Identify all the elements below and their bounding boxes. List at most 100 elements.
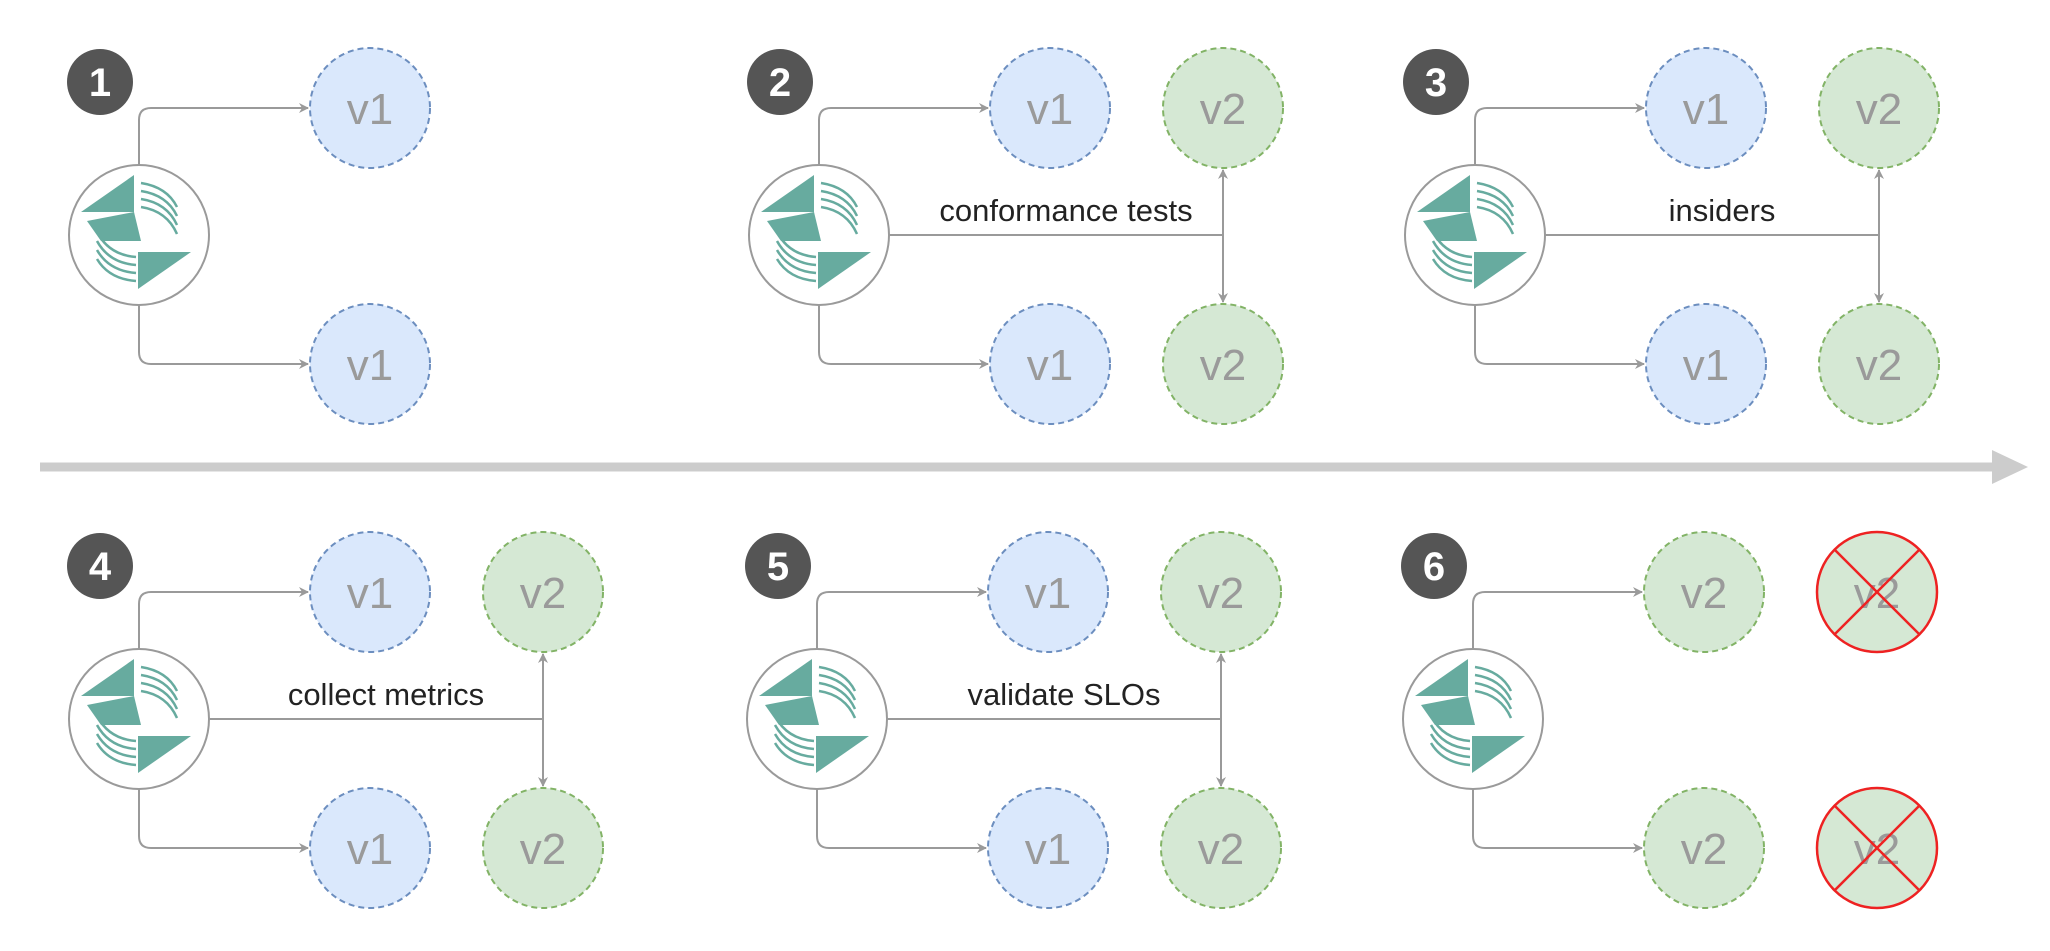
logo-mid-band <box>1421 696 1475 725</box>
logo-wave-top-2 <box>818 681 857 710</box>
logo-bottom-triangle <box>1474 252 1527 289</box>
logo-wave-bottom-0 <box>1429 742 1471 767</box>
node-v2: v2 <box>1643 787 1765 909</box>
node-circle <box>1645 303 1767 425</box>
logo-wave-top-3 <box>140 205 179 235</box>
step-badge: 2 <box>747 49 813 115</box>
step-number: 1 <box>89 61 111 105</box>
node-v1: v1 <box>989 47 1111 169</box>
logo-top-triangle <box>759 659 812 696</box>
logo-wave-top-2 <box>140 197 179 226</box>
node-label: v1 <box>1027 341 1073 390</box>
logo-wave-bottom-0 <box>775 258 817 283</box>
step-badge-circle <box>67 533 133 599</box>
cross-icon <box>1815 786 1939 910</box>
node-v2: v2 <box>1643 531 1765 653</box>
node-label: v2 <box>1198 569 1244 618</box>
node-v1: v1 <box>987 531 1109 653</box>
logo-wave-top-3 <box>1474 689 1513 719</box>
node-v1: v1 <box>309 47 431 169</box>
node-circle <box>1162 47 1284 169</box>
logo-wave-bottom-3 <box>773 715 815 743</box>
logo-wave-bottom-0 <box>773 742 815 767</box>
step-number: 4 <box>89 545 112 589</box>
logo-wave-bottom-2 <box>95 240 137 267</box>
logo-wave-bottom-2 <box>773 724 815 751</box>
logo-wave-top-1 <box>818 673 857 701</box>
logo-wave-top-1 <box>820 189 859 217</box>
node-v1: v1 <box>989 303 1111 425</box>
logo-wave-bottom-1 <box>1431 249 1473 275</box>
node-label: v2 <box>1681 569 1727 618</box>
node-v1: v1 <box>309 303 431 425</box>
node-label: v1 <box>1683 85 1729 134</box>
logo-wave-bottom-0 <box>1431 258 1473 283</box>
logo-wave-bottom-1 <box>773 733 815 759</box>
logo-wave-bottom-3 <box>95 715 137 743</box>
node-circle <box>1162 303 1284 425</box>
node-circle <box>989 47 1111 169</box>
branch-label: collect metrics <box>288 677 484 712</box>
logo-bottom-triangle <box>1472 736 1525 773</box>
logo-bottom-triangle <box>816 736 869 773</box>
logo-wave-bottom-3 <box>1429 715 1471 743</box>
node-circle <box>1643 787 1765 909</box>
step-panel-6: 6v2v2v2v2 <box>1401 530 1939 910</box>
timeline-arrowhead-icon <box>1992 450 2028 484</box>
logo-wave-bottom-0 <box>95 742 137 767</box>
node-circle <box>309 787 431 909</box>
node-label: v1 <box>1025 569 1071 618</box>
step-badge: 4 <box>67 533 133 599</box>
node-label: v2 <box>520 569 566 618</box>
node-v2: v2 <box>1815 530 1939 654</box>
connector-bottom <box>1472 789 1643 853</box>
node-circle <box>309 47 431 169</box>
logo-wave-top-0 <box>820 181 859 208</box>
branch-label: validate SLOs <box>968 677 1161 712</box>
connector-top <box>818 103 989 165</box>
cross-line-b <box>1833 548 1921 636</box>
node-v1: v1 <box>1645 303 1767 425</box>
logo-wave-top-1 <box>140 189 179 217</box>
logo-wave-bottom-0 <box>95 258 137 283</box>
logo-mid-band <box>1423 212 1477 241</box>
node-circle <box>482 531 604 653</box>
connector-bottom <box>138 305 309 369</box>
connector-group <box>1474 103 1884 369</box>
logo-wave-bottom-2 <box>95 724 137 751</box>
connector-top <box>138 103 309 165</box>
logo-bottom-triangle <box>818 252 871 289</box>
connector-top <box>816 587 987 649</box>
step-badge: 3 <box>1403 49 1469 115</box>
node-circle <box>1160 787 1282 909</box>
logo-wave-top-0 <box>818 665 857 692</box>
connector-bottom <box>138 789 309 853</box>
connector-group <box>1472 587 1643 853</box>
connector-bottom <box>816 789 987 853</box>
node-v1: v1 <box>309 787 431 909</box>
controller-logo-icon <box>68 164 210 306</box>
node-v1: v1 <box>987 787 1109 909</box>
logo-wave-top-3 <box>140 689 179 719</box>
node-label: v2 <box>520 825 566 874</box>
step-badge-circle <box>1403 49 1469 115</box>
logo-wave-top-3 <box>820 205 859 235</box>
step-badge-circle <box>745 533 811 599</box>
node-label: v1 <box>1027 85 1073 134</box>
node-circle <box>1818 47 1940 169</box>
controller-logo-icon <box>748 164 890 306</box>
node-v2: v2 <box>1818 303 1940 425</box>
node-circle <box>989 303 1111 425</box>
controller-logo-icon <box>1402 648 1544 790</box>
connector-bottom <box>1474 305 1645 369</box>
node-label: v1 <box>1025 825 1071 874</box>
logo-wave-bottom-3 <box>775 231 817 259</box>
logo-mid-band <box>767 212 821 241</box>
connector-top <box>1474 103 1645 165</box>
node-circle <box>482 787 604 909</box>
logo-top-triangle <box>1415 659 1468 696</box>
branch-label: insiders <box>1669 193 1776 228</box>
